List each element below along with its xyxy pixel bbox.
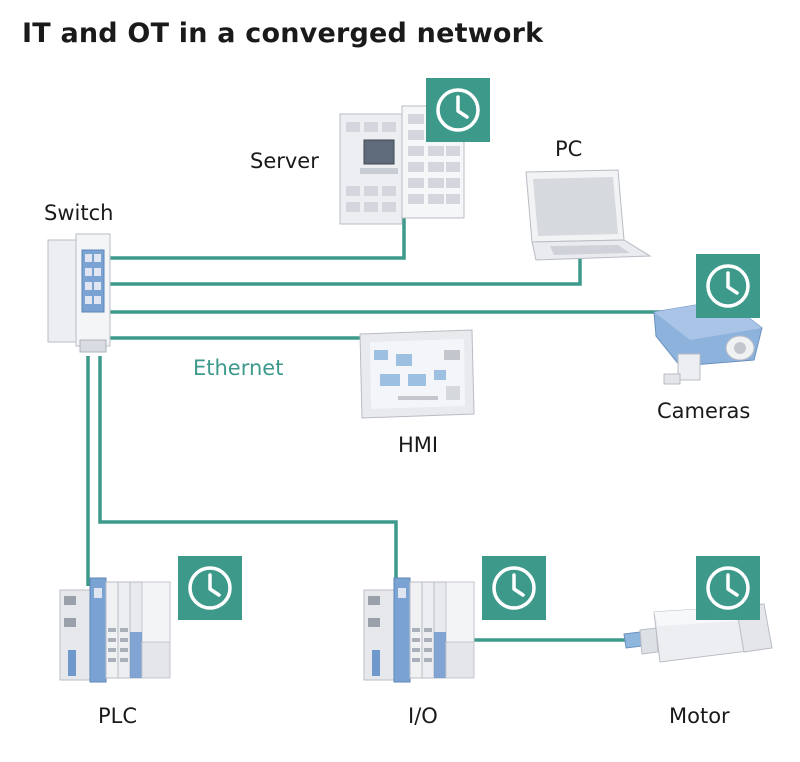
label-motor: Motor (669, 704, 730, 728)
plc-device (59, 577, 171, 683)
cable-io (98, 356, 398, 582)
clock-icon (176, 554, 244, 622)
label-ethernet: Ethernet (193, 356, 284, 380)
clock-icon (424, 76, 492, 144)
label-server: Server (250, 149, 319, 173)
switch-device (47, 233, 111, 353)
label-cameras: Cameras (657, 399, 751, 423)
io-device (363, 577, 475, 683)
clock-icon (694, 252, 762, 320)
label-pc: PC (555, 137, 583, 161)
label-io: I/O (408, 704, 438, 728)
cable-pc (108, 256, 582, 286)
label-switch: Switch (44, 201, 114, 225)
ethernet-cables (86, 216, 676, 642)
page-title: IT and OT in a converged network (22, 18, 544, 49)
hmi-device (359, 329, 475, 419)
pc-device (525, 169, 652, 261)
cable-server (108, 216, 406, 260)
label-hmi: HMI (398, 433, 439, 457)
clock-icon (480, 554, 548, 622)
label-plc: PLC (98, 704, 138, 728)
clock-icon (694, 554, 762, 622)
